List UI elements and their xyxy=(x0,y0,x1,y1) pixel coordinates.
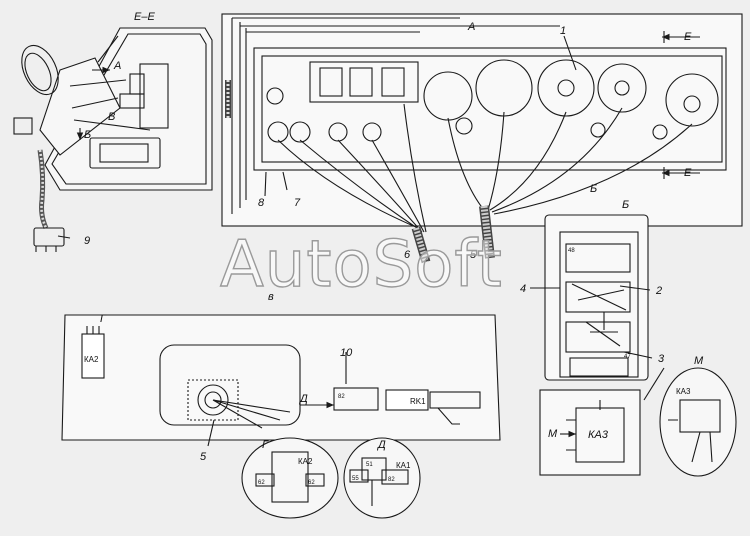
instrument-panel xyxy=(221,13,743,264)
callout-5-bottom: 5 xyxy=(200,451,207,463)
terminal-label: 47 xyxy=(624,354,631,360)
ka3-panel xyxy=(539,389,641,476)
section-ee-view xyxy=(13,27,213,252)
label-g-top: Г xyxy=(100,313,107,325)
label-g-detail: Г xyxy=(262,439,269,451)
label-d-arrow: Д xyxy=(298,393,308,405)
callout-4: 4 xyxy=(520,283,526,295)
label-b-right: Б xyxy=(622,199,629,211)
callout-9: 9 xyxy=(84,235,90,247)
ka3-detail-label: КА3 xyxy=(676,387,691,396)
callout-8: 8 xyxy=(258,197,265,209)
detail-g-circle xyxy=(241,437,339,519)
callout-3: 3 xyxy=(658,353,665,365)
callout-7: 7 xyxy=(294,197,301,209)
terminal-label: 62 xyxy=(308,480,315,486)
ka2-detail-label: КА2 xyxy=(298,457,313,466)
ka1-detail-label: КА1 xyxy=(396,461,411,470)
terminal-label: 51 xyxy=(366,462,373,468)
terminal-label: 48 xyxy=(568,248,575,254)
label-v-section: В xyxy=(108,111,115,123)
ka2-box-label: КА2 xyxy=(84,355,99,364)
callout-1: 1 xyxy=(560,25,566,37)
terminal-label: 62 xyxy=(258,480,265,486)
label-b-section: Б xyxy=(84,129,91,141)
label-d-detail: Д xyxy=(376,439,386,451)
section-title: Е–Е xyxy=(134,11,155,23)
lower-panel xyxy=(61,314,501,441)
label-b-top: Б xyxy=(590,183,597,195)
callout-10: 10 xyxy=(340,347,353,359)
label-e-top: Е xyxy=(684,31,692,43)
label-v-mid: в xyxy=(268,291,274,303)
detail-m-circle xyxy=(659,367,737,477)
callout-5-top: 5 xyxy=(470,249,477,261)
detail-d-circle xyxy=(343,437,421,519)
rk1-label: RK1 xyxy=(410,397,426,406)
label-e-bottom: Е xyxy=(684,167,692,179)
relay-box xyxy=(544,214,649,381)
terminal-label: 82 xyxy=(338,394,345,400)
callout-6: 6 xyxy=(404,249,411,261)
label-a-main: А xyxy=(467,21,475,33)
label-m-detail: М xyxy=(694,355,704,367)
ka3-panel-label: КА3 xyxy=(588,429,609,441)
terminal-label: 82 xyxy=(388,477,395,483)
label-a-section: А xyxy=(113,60,121,72)
terminal-label: 55 xyxy=(352,476,359,482)
label-m-left: М xyxy=(548,428,558,440)
callout-2: 2 xyxy=(655,285,662,297)
